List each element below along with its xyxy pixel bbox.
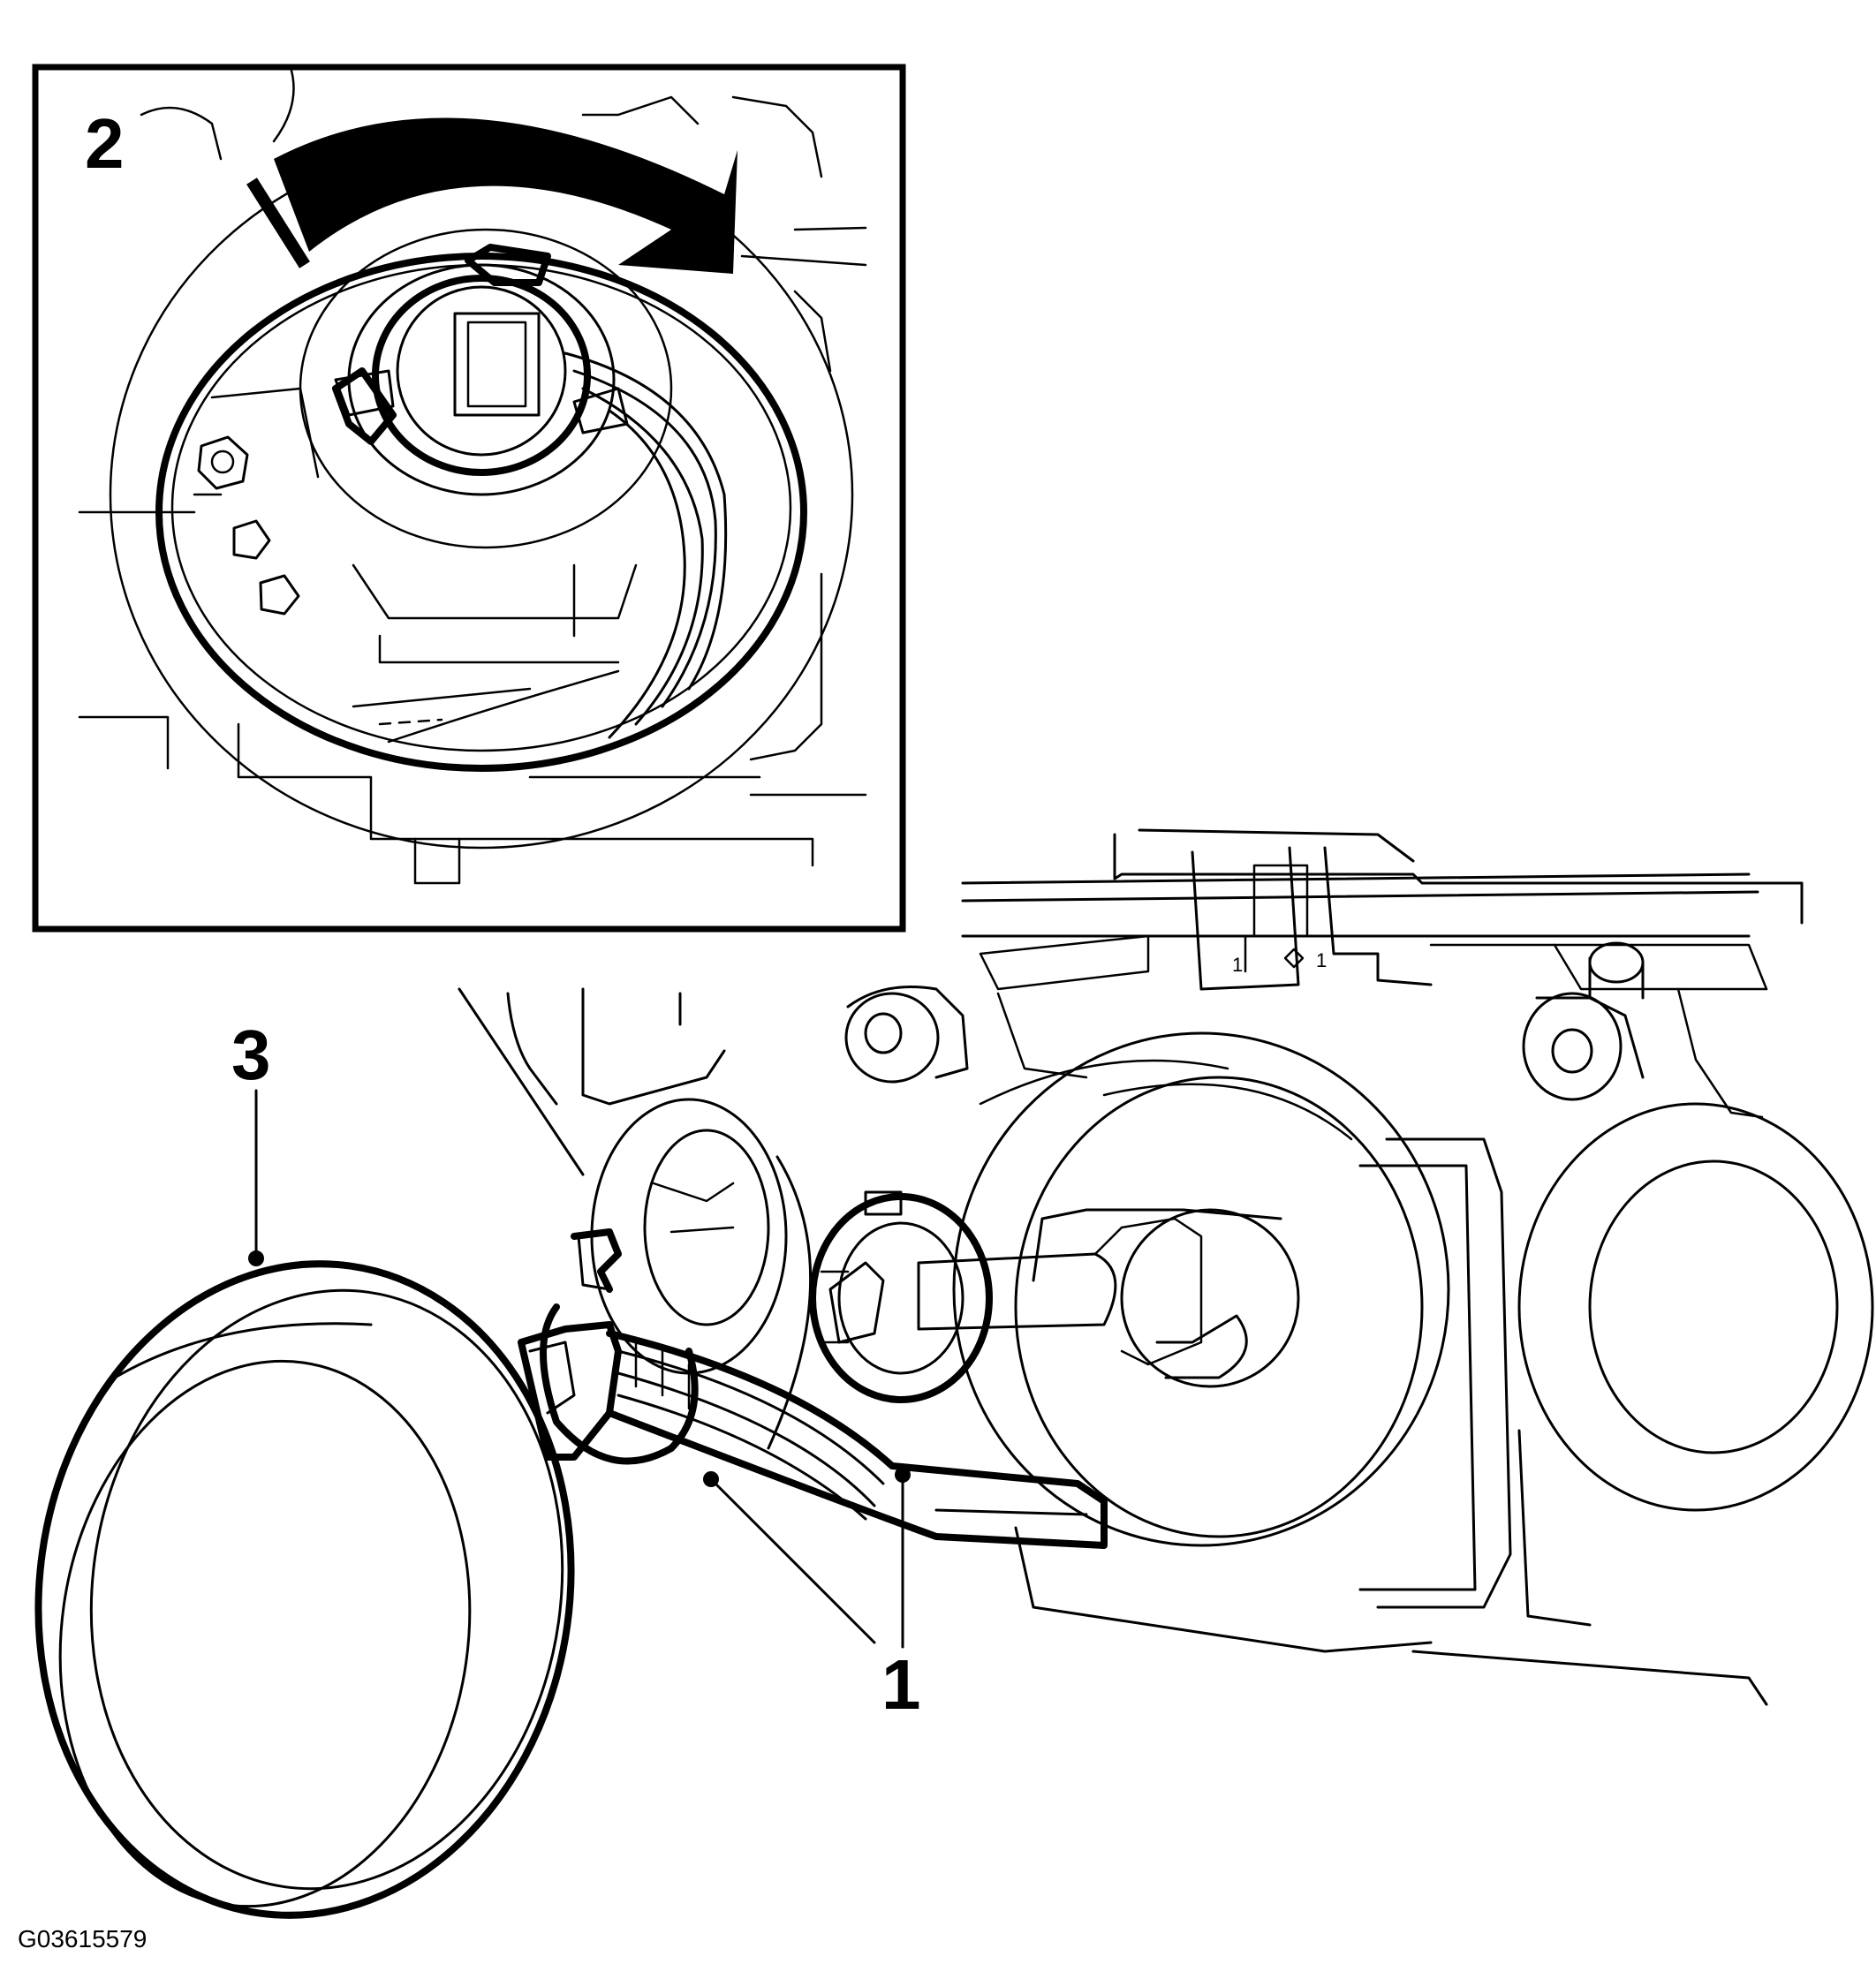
bulb-assembly — [809, 1190, 1248, 1403]
leader-lines — [248, 1089, 911, 1649]
inset-detail: 2 — [32, 64, 906, 933]
dust-cap — [34, 1260, 575, 1919]
callout-3: 3 — [231, 1016, 271, 1094]
mounting-ears — [844, 941, 1645, 1101]
housing-diamond-mark — [1283, 948, 1305, 969]
inset-bulb-socket — [299, 228, 728, 744]
figure-id: G03615579 — [18, 1925, 147, 1953]
rotation-arrow — [246, 117, 738, 274]
housing-top-rails — [961, 828, 1804, 1119]
housing-mark-b: 1 — [1316, 949, 1327, 971]
callout-2: 2 — [85, 104, 125, 183]
housing-mark-a: 1 — [1232, 954, 1243, 976]
headlamp-assembly: 1 1 — [458, 828, 1874, 1706]
inset-bolts — [193, 435, 300, 616]
beam-tubes — [952, 1031, 1874, 1706]
inset-frame — [32, 64, 906, 933]
callout-1: 1 — [881, 1645, 921, 1724]
inset-housing-lines — [78, 69, 867, 885]
